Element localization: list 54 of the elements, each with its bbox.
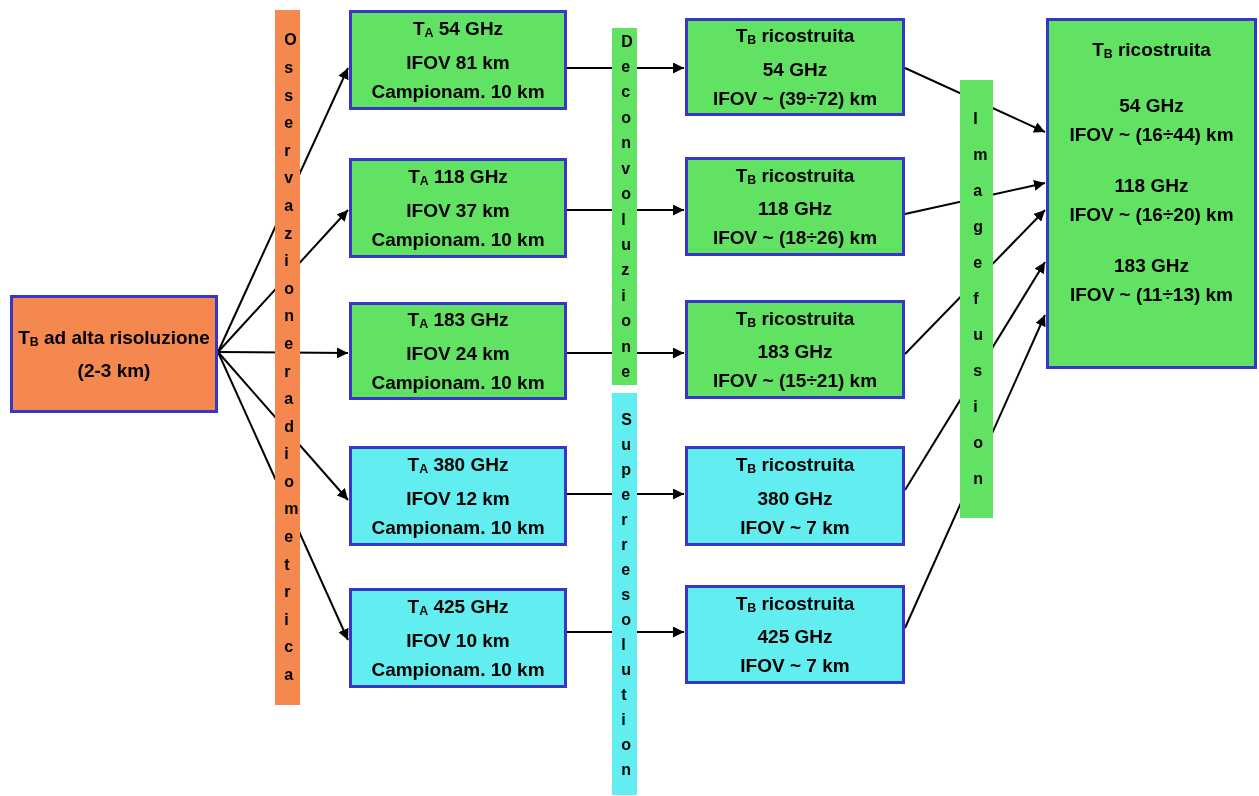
box-text: Campionam. 10 km: [371, 227, 545, 252]
box-text: T$_{B}$ ricostruita: [1092, 38, 1211, 63]
process-box: [10, 295, 218, 413]
box-text: 425 GHz: [757, 625, 833, 650]
process-box: [349, 588, 567, 688]
process-box: [349, 10, 567, 110]
box-text: 183 GHz: [1114, 253, 1189, 278]
box-text: 118 GHz: [1114, 173, 1189, 198]
box-text: IFOV 37 km: [406, 198, 510, 223]
box-text: IFOV ~ (16÷20) km: [1069, 202, 1234, 227]
process-box: [349, 446, 567, 546]
process-box: [685, 585, 905, 684]
box-text: 380 GHz: [757, 486, 833, 511]
box-text: 183 GHz: [757, 340, 833, 365]
process-box: [685, 157, 905, 256]
box-text: Campionam. 10 km: [371, 79, 545, 104]
box-text: T$_{B}$ ricostruita: [735, 453, 855, 478]
box-text: IFOV ~ (39÷72) km: [712, 86, 878, 111]
vertical-label: Super resolution: [620, 409, 638, 780]
box-text: 54 GHz: [1119, 93, 1184, 118]
box-text: IFOV ~ (15÷21) km: [712, 369, 878, 394]
box-text: T$_{B}$ ad alta risoluzione (2-3 km): [17, 325, 211, 384]
process-box: [685, 446, 905, 546]
box-text: T$_{B}$ ricostruita: [735, 591, 855, 617]
box-text: Campionam. 10 km: [371, 370, 545, 395]
vertical-label: Deconvoluzione: [620, 31, 638, 382]
box-text: IFOV 12 km: [406, 486, 510, 511]
process-box: [349, 302, 567, 400]
box-text: IFOV ~ 7 km: [740, 515, 850, 540]
box-text: T$_{B}$ ricostruita: [735, 24, 855, 49]
box-text: 54 GHz: [762, 57, 828, 82]
process-box: [685, 18, 905, 116]
box-text: T$_{A}$ 54 GHz: [412, 17, 504, 42]
box-text: 118 GHz: [758, 197, 832, 222]
box-text: IFOV 81 km: [406, 50, 510, 75]
box-text: IFOV 24 km: [406, 341, 510, 366]
box-text: T$_{A}$ 183 GHz: [407, 308, 509, 333]
box-text: IFOV 10 km: [406, 628, 510, 653]
box-text: IFOV ~ (18÷26) km: [712, 226, 878, 251]
box-text: IFOV ~ (16÷44) km: [1069, 122, 1234, 147]
box-text: Campionam. 10 km: [371, 515, 545, 540]
process-box: [349, 158, 567, 258]
box-text: T$_{A}$ 118 GHz: [408, 165, 508, 190]
box-text: T$_{A}$ 380 GHz: [407, 453, 509, 478]
box-text: T$_{B}$ ricostruita: [735, 163, 855, 189]
process-box: [1046, 18, 1257, 369]
vertical-label: Osservazione radiometrica: [283, 30, 301, 686]
box-text: Campionam. 10 km: [371, 657, 545, 682]
box-text: T$_{A}$ 425 GHz: [407, 595, 509, 620]
vertical-label: Image fusion: [972, 109, 990, 489]
box-text: T$_{B}$ ricostruita: [735, 306, 855, 332]
process-box: [685, 300, 905, 399]
box-text: IFOV ~ (11÷13) km: [1070, 282, 1233, 307]
box-text: IFOV ~ 7 km: [740, 654, 850, 679]
